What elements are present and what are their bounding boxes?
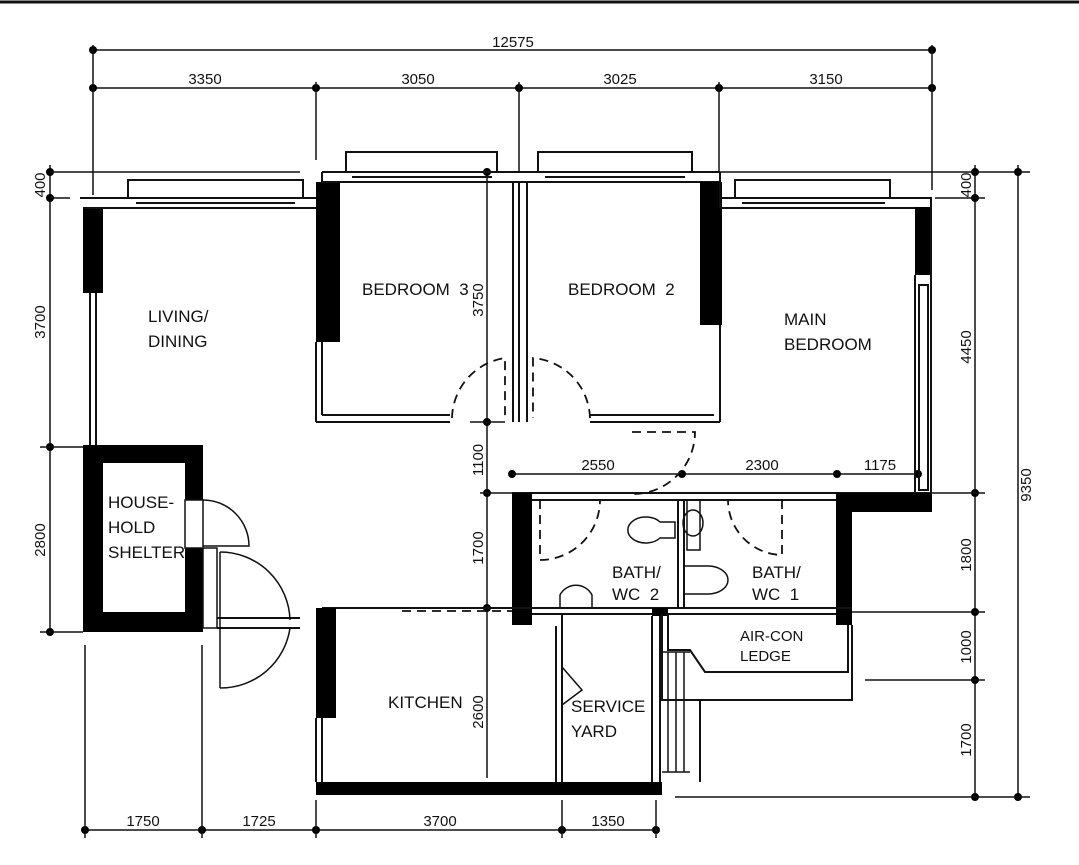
dim-left-1: 400 [32, 172, 49, 197]
left-dimensions: 400 3700 2800 [32, 165, 300, 636]
dim-bottom-2: 1725 [242, 813, 275, 830]
toilet-icon [683, 565, 729, 595]
dim-left-3: 2800 [32, 523, 49, 556]
label-aircon-ledge-2: LEDGE [740, 648, 791, 665]
right-dimensions: 400 4450 1800 1000 1700 9350 [675, 165, 1035, 801]
top-dimensions: 12575 3350 3050 3025 3150 [89, 34, 936, 195]
toilet-icon [682, 500, 704, 551]
toilet-icon [627, 516, 676, 544]
dim-top-4: 3150 [809, 71, 842, 88]
internal-dimensions: 3750 1100 1700 2600 2550 2300 1175 [470, 168, 922, 778]
label-service-yard-1: SERVICE [571, 697, 645, 716]
dim-internal-v2: 1100 [470, 444, 487, 476]
label-bedroom-2: BEDROOM 2 [568, 280, 675, 299]
basin-icon [559, 584, 593, 608]
label-shelter-1: HOUSE- [108, 493, 174, 512]
label-main-bedroom-2: BEDROOM [784, 335, 872, 354]
dim-right-4: 1000 [958, 630, 975, 663]
dim-left-2: 3700 [32, 305, 49, 338]
label-living-dining-2: DINING [148, 332, 208, 351]
dim-overall-depth: 9350 [1018, 468, 1035, 501]
dim-bottom-3: 3700 [423, 813, 456, 830]
dim-internal-h2: 2300 [745, 457, 778, 474]
label-kitchen: KITCHEN [388, 693, 463, 712]
label-shelter-3: SHELTER [108, 543, 185, 562]
bottom-dimensions: 1750 1725 3700 1350 [81, 645, 660, 838]
dim-right-3: 1800 [958, 538, 975, 571]
dim-bottom-1: 1750 [126, 813, 159, 830]
dim-top-2: 3050 [401, 71, 434, 88]
dim-top-1: 3350 [188, 71, 221, 88]
label-bath-wc1-1: BATH/ [752, 563, 801, 582]
shelter-door [202, 499, 250, 547]
dim-overall-width: 12575 [492, 34, 534, 51]
label-main-bedroom-1: MAIN [784, 310, 827, 329]
dim-bottom-4: 1350 [591, 813, 624, 830]
room-labels: LIVING/ DINING BEDROOM 3 BEDROOM 2 MAIN … [108, 280, 872, 741]
walls [80, 151, 932, 795]
label-bath-wc1-2: WC 1 [752, 585, 799, 604]
dim-internal-v4: 2600 [470, 695, 487, 728]
dim-internal-h1: 2550 [581, 457, 614, 474]
dim-internal-h3: 1175 [864, 457, 896, 474]
label-service-yard-2: YARD [571, 722, 617, 741]
label-bedroom-3: BEDROOM 3 [362, 280, 469, 299]
household-shelter-walls [83, 445, 203, 632]
label-aircon-ledge-1: AIR-CON [740, 628, 803, 645]
dim-right-1: 400 [958, 172, 975, 197]
dim-internal-v3: 1700 [470, 531, 487, 564]
entrance-door-upper [219, 551, 291, 621]
dim-top-3: 3025 [603, 71, 636, 88]
dim-internal-v1: 3750 [470, 283, 487, 316]
label-bath-wc2-2: WC 2 [612, 585, 659, 604]
label-shelter-2: HOLD [108, 518, 155, 537]
entrance-door-lower [219, 627, 291, 689]
label-bath-wc2-1: BATH/ [612, 563, 661, 582]
label-living-dining-1: LIVING/ [148, 307, 209, 326]
dim-right-2: 4450 [958, 330, 975, 363]
dim-right-5: 1700 [958, 723, 975, 756]
